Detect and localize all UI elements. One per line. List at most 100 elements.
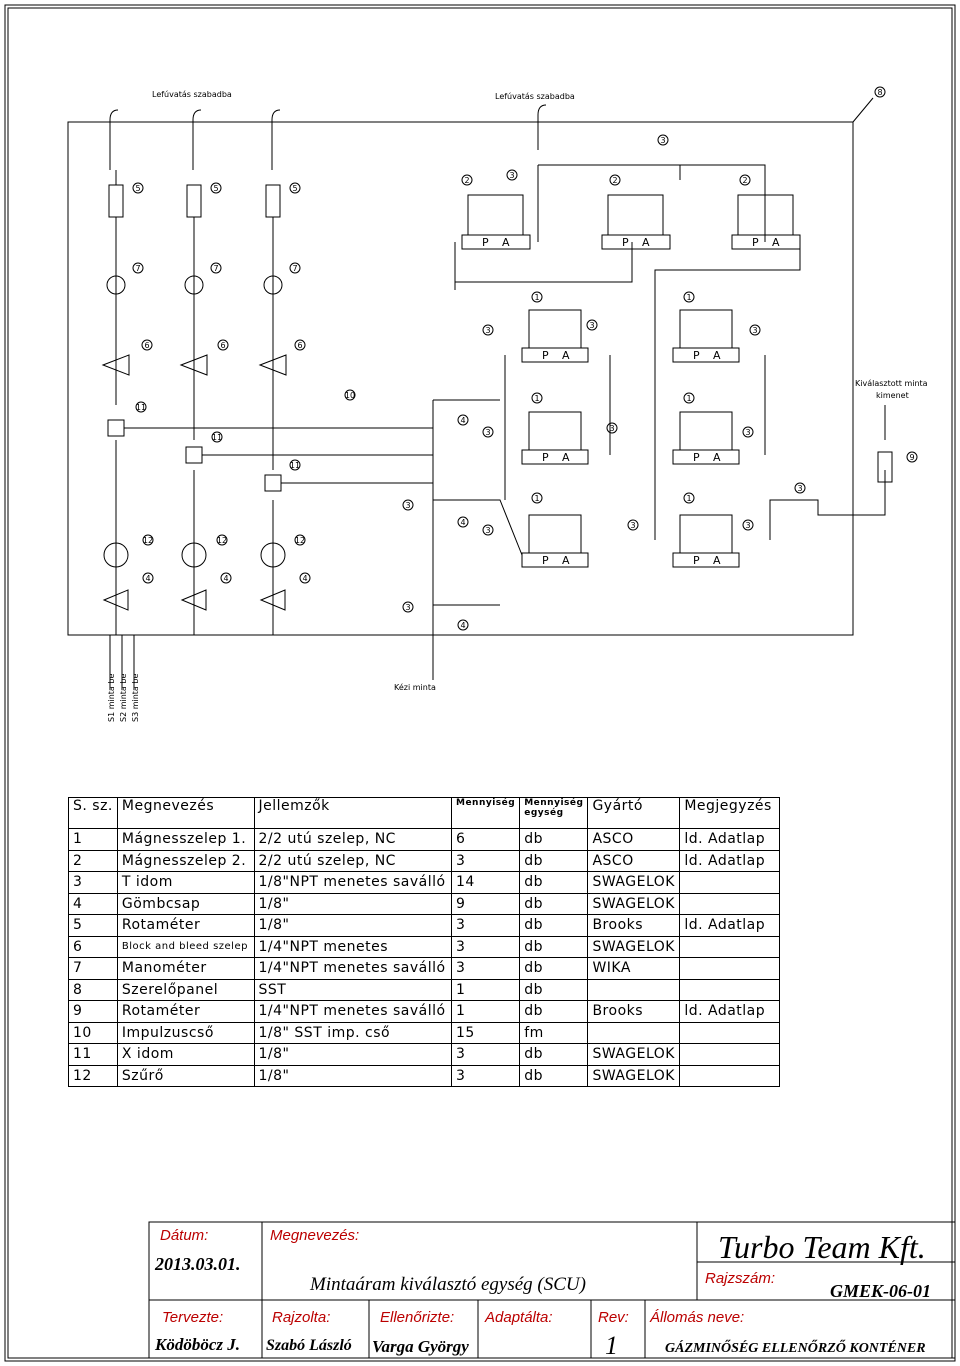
checked-label: Ellenőrizte: xyxy=(380,1309,454,1326)
svg-text:3: 3 xyxy=(797,484,802,493)
rotameter xyxy=(108,184,124,218)
item-name: Manométer xyxy=(116,957,255,980)
item-qty: 3 xyxy=(450,957,521,980)
svg-text:12: 12 xyxy=(295,536,305,545)
item-features: SST xyxy=(253,978,452,1001)
item-features: 1/4"NPT menetes xyxy=(253,935,452,958)
item-name: Szűrő xyxy=(116,1064,255,1087)
item-name: Gömbcsap xyxy=(116,892,255,915)
stream-column-2 xyxy=(179,184,208,635)
item-qty: 9 xyxy=(450,892,521,915)
rev-label: Rev: xyxy=(598,1309,629,1326)
mounting-panel xyxy=(67,121,854,636)
item-note xyxy=(679,1064,780,1087)
item-qty: 14 xyxy=(450,871,521,894)
header-name: Megnevezés xyxy=(116,797,255,829)
svg-text:4: 4 xyxy=(302,574,307,583)
svg-text:3: 3 xyxy=(630,521,635,530)
item-manufacturer: ASCO xyxy=(587,828,681,851)
item-unit: fm xyxy=(519,1021,589,1044)
svg-text:11: 11 xyxy=(136,403,146,412)
item-manufacturer: Brooks xyxy=(587,1000,681,1023)
item-qty: 3 xyxy=(450,914,521,937)
svg-text:A: A xyxy=(562,554,570,567)
header-no: S. sz. xyxy=(68,797,118,829)
item-note xyxy=(679,892,780,915)
item-no: 3 xyxy=(68,871,118,894)
item-unit: db xyxy=(519,935,589,958)
adapted-label: Adaptálta: xyxy=(484,1309,553,1326)
svg-text:5: 5 xyxy=(135,184,140,193)
svg-text:3: 3 xyxy=(485,526,490,535)
svg-text:2: 2 xyxy=(612,176,617,185)
vent-label-right: Lefúvatás szabadba xyxy=(495,92,575,101)
designed-label: Tervezte: xyxy=(162,1309,223,1326)
item-no: 8 xyxy=(68,978,118,1001)
solenoid-block-rows xyxy=(521,309,740,568)
item-features: 1/4"NPT menetes saválló xyxy=(253,1000,452,1023)
svg-text:6: 6 xyxy=(297,341,302,350)
item-unit: db xyxy=(519,1064,589,1087)
svg-text:6: 6 xyxy=(220,341,225,350)
output-label-1: Kiválasztott minta xyxy=(855,379,928,388)
inlet-label-s3: S3 minta be xyxy=(131,674,140,722)
item-manufacturer xyxy=(587,978,681,1001)
item-manufacturer: SWAGELOK xyxy=(587,1043,681,1066)
header-manufacturer: Gyártó xyxy=(587,797,681,829)
svg-text:7: 7 xyxy=(292,264,297,273)
drawing-no-label: Rajzszám: xyxy=(705,1270,775,1287)
item-features: 2/2 utú szelep, NC xyxy=(253,828,452,851)
svg-text:2: 2 xyxy=(464,176,469,185)
svg-text:1: 1 xyxy=(534,394,539,403)
svg-text:5: 5 xyxy=(292,184,297,193)
item-unit: db xyxy=(519,849,589,872)
item-qty: 3 xyxy=(450,849,521,872)
title-block: Dátum: 2013.03.01. Megnevezés: Mintaáram… xyxy=(148,1221,956,1360)
item-unit: db xyxy=(519,871,589,894)
item-features: 1/8" xyxy=(253,1064,452,1087)
name-label: Megnevezés: xyxy=(270,1227,359,1244)
vent-label-left: Lefúvatás szabadba xyxy=(152,90,232,99)
svg-text:10: 10 xyxy=(345,391,355,400)
svg-text:1: 1 xyxy=(686,293,691,302)
stream-column-3 xyxy=(258,184,287,635)
item-note: ld. Adatlap xyxy=(679,828,780,851)
station-name: GÁZMINŐSÉG ELLENŐRZŐ KONTÉNER xyxy=(665,1339,926,1356)
item-name: Impulzuscső xyxy=(116,1021,255,1044)
outer-frame xyxy=(4,4,956,1362)
svg-text:P: P xyxy=(482,236,489,249)
item-features: 1/8" xyxy=(253,914,452,937)
svg-text:3: 3 xyxy=(609,424,614,433)
item-features: 2/2 utú szelep, NC xyxy=(253,849,452,872)
item-qty: 1 xyxy=(450,978,521,1001)
item-note: ld. Adatlap xyxy=(679,914,780,937)
svg-text:A: A xyxy=(713,349,721,362)
item-note xyxy=(679,978,780,1001)
svg-text:3: 3 xyxy=(405,501,410,510)
item-qty: 6 xyxy=(450,828,521,851)
item-no: 2 xyxy=(68,849,118,872)
svg-text:A: A xyxy=(713,554,721,567)
header-qty: Mennyiség xyxy=(450,797,521,829)
svg-text:4: 4 xyxy=(460,416,465,425)
svg-text:3: 3 xyxy=(660,136,665,145)
svg-text:A: A xyxy=(642,236,650,249)
svg-text:P: P xyxy=(693,349,700,362)
item-no: 9 xyxy=(68,1000,118,1023)
svg-text:P: P xyxy=(693,451,700,464)
item-qty: 3 xyxy=(450,935,521,958)
svg-text:3: 3 xyxy=(405,603,410,612)
item-qty: 1 xyxy=(450,1000,521,1023)
date-value: 2013.03.01. xyxy=(154,1254,241,1274)
svg-text:3: 3 xyxy=(485,428,490,437)
svg-text:4: 4 xyxy=(223,574,228,583)
svg-text:1: 1 xyxy=(686,394,691,403)
svg-text:3: 3 xyxy=(589,321,594,330)
item-manufacturer: ASCO xyxy=(587,849,681,872)
